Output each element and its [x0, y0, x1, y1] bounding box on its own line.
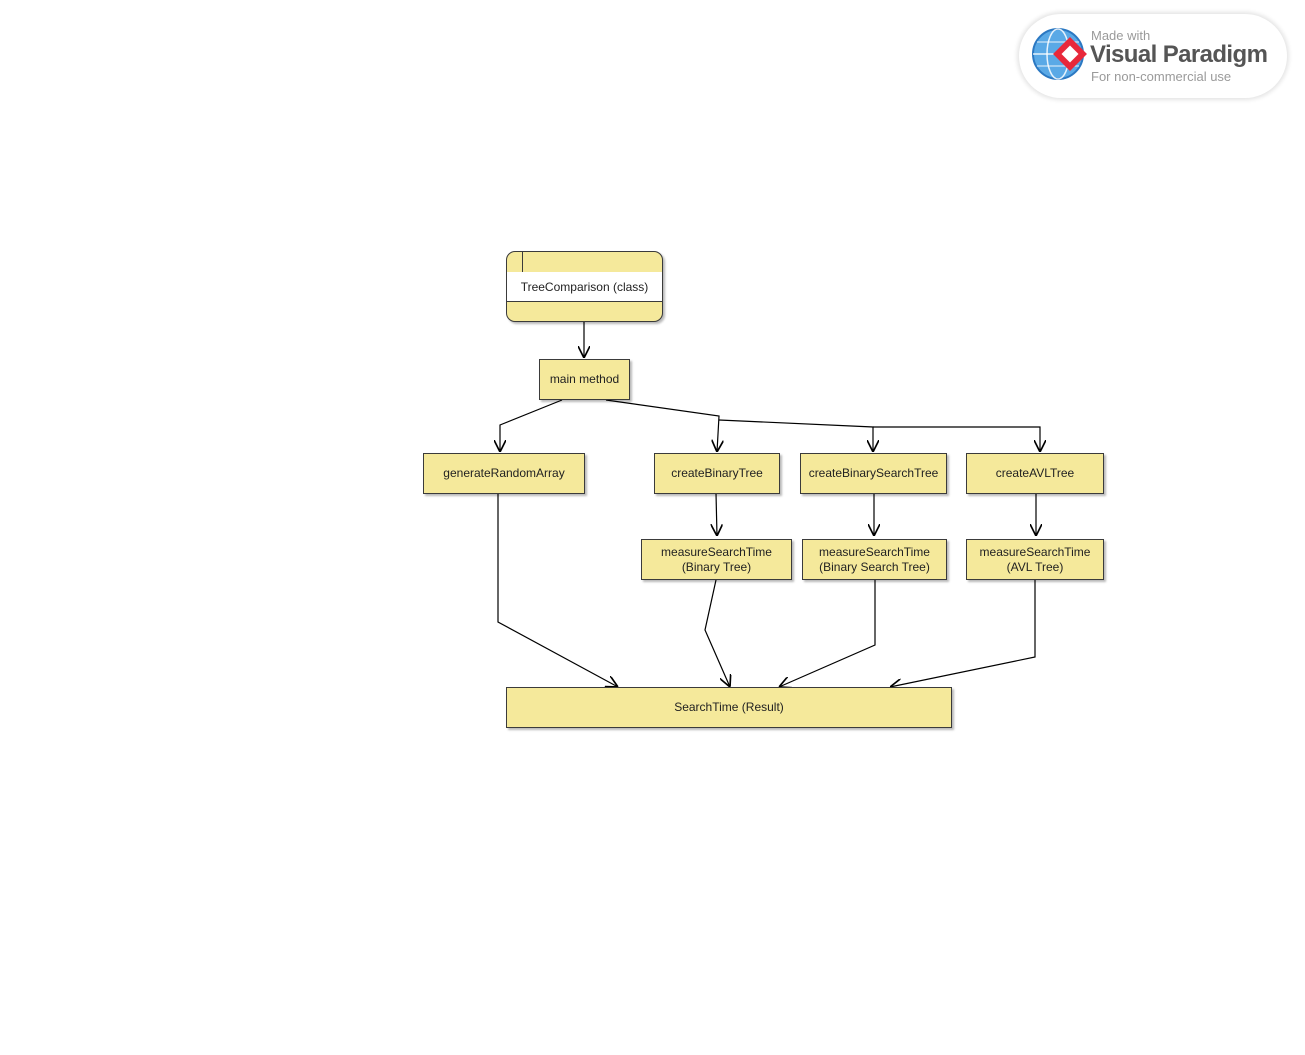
- edge-generate-to-result[interactable]: [497, 493, 618, 687]
- edge-measure-bst-to-result[interactable]: [779, 580, 876, 687]
- node-measure-binary-tree[interactable]: measureSearchTime (Binary Tree): [641, 539, 792, 580]
- watermark-brand: Visual Paradigm: [1090, 41, 1268, 68]
- node-main-method[interactable]: main method: [539, 359, 630, 400]
- node-measure-binary-search-tree[interactable]: measureSearchTime (Binary Search Tree): [802, 539, 947, 580]
- edge-create-binary-to-measure[interactable]: [716, 492, 717, 536]
- node-measure-avl-tree[interactable]: measureSearchTime (AVL Tree): [966, 539, 1104, 580]
- class-node-tab: [522, 252, 523, 272]
- watermark-made-with: Made with: [1091, 28, 1151, 43]
- node-create-avl-tree[interactable]: createAVLTree: [966, 453, 1104, 494]
- node-search-time-result[interactable]: SearchTime (Result): [506, 687, 952, 728]
- edge-main-to-create-binary[interactable]: [605, 399, 719, 452]
- visual-paradigm-watermark: Made with Visual Paradigm For non-commer…: [1019, 14, 1287, 98]
- visual-paradigm-logo-icon: [1032, 28, 1087, 80]
- class-node-tree-comparison[interactable]: TreeComparison (class): [506, 251, 663, 322]
- node-generate-random-array[interactable]: generateRandomArray: [423, 453, 585, 494]
- edge-main-to-create-avl[interactable]: [873, 426, 1040, 452]
- edge-main-to-generate[interactable]: [500, 399, 563, 452]
- node-create-binary-tree[interactable]: createBinaryTree: [654, 453, 780, 494]
- edge-measure-avl-to-result[interactable]: [890, 580, 1036, 687]
- edge-main-to-create-bst[interactable]: [718, 419, 873, 452]
- node-create-binary-search-tree[interactable]: createBinarySearchTree: [800, 453, 947, 494]
- class-node-label: TreeComparison (class): [507, 272, 662, 302]
- watermark-note: For non-commercial use: [1091, 69, 1232, 84]
- class-node-header: [507, 252, 662, 273]
- edge-measure-binary-to-result[interactable]: [704, 579, 730, 687]
